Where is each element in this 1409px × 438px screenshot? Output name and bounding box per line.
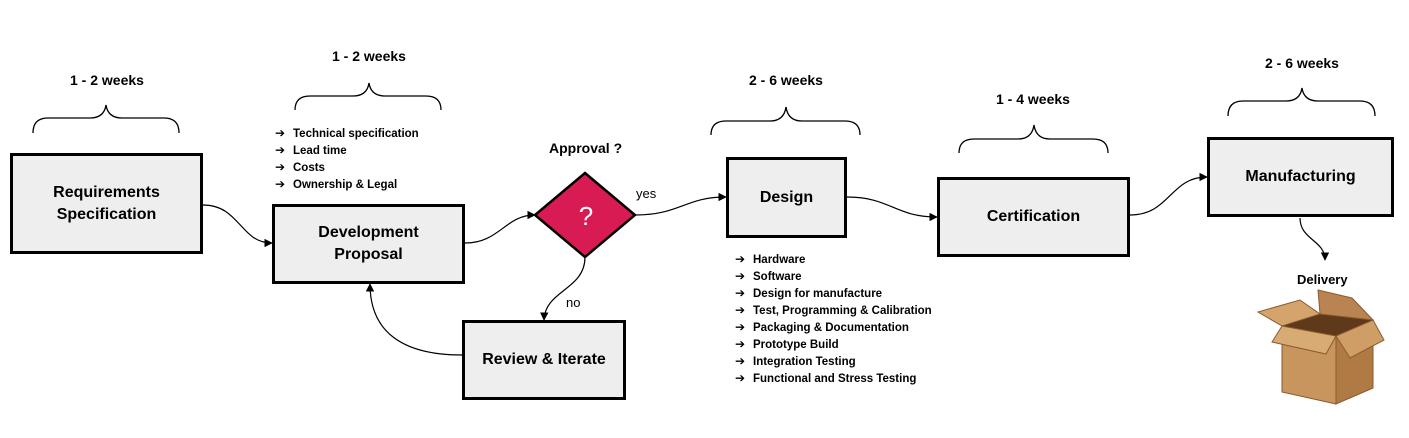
certification-label: Certification: [986, 208, 1081, 225]
arrow-bullet-icon: ➔: [735, 269, 746, 283]
design-item: ➔ Design for manufacture: [735, 285, 932, 302]
connector-review-development: [365, 283, 463, 356]
manufacturing-label: Manufacturing: [1245, 168, 1356, 185]
duration-requirements: 1 - 2 weeks: [70, 72, 144, 88]
brace-development: [294, 82, 442, 111]
development-item: ➔ Ownership & Legal: [275, 176, 419, 193]
no-label: no: [566, 295, 581, 310]
design-item: ➔ Hardware: [735, 251, 932, 268]
duration-design: 2 - 6 weeks: [749, 72, 823, 88]
design-item-label: Test, Programming & Calibration: [753, 305, 932, 317]
connector-decision-design: [634, 192, 727, 216]
review-label: Review & Iterate: [482, 351, 606, 368]
arrow-bullet-icon: ➔: [735, 320, 746, 334]
arrow-bullet-icon: ➔: [275, 177, 286, 191]
development-item: ➔ Costs: [275, 159, 419, 176]
design-label: Design: [759, 188, 814, 206]
arrow-bullet-icon: ➔: [275, 126, 286, 140]
approval-label: Approval ?: [549, 140, 623, 156]
certification-box: Certification: [937, 177, 1130, 257]
arrow-bullet-icon: ➔: [735, 337, 746, 351]
connector-design-certification: [846, 196, 938, 222]
design-box: Design: [726, 157, 847, 238]
development-item: ➔ Technical specification: [275, 125, 419, 142]
brace-requirements: [32, 104, 180, 134]
design-items-list: ➔ Hardware ➔ Software ➔ Design for manufactur…: [735, 251, 932, 387]
brace-certification: [958, 124, 1109, 154]
duration-development: 1 - 2 weeks: [332, 48, 406, 64]
design-item-label: Integration Testing: [753, 356, 856, 368]
design-item-label: Software: [753, 271, 802, 283]
development-item-label: Technical specification: [293, 128, 419, 140]
design-item: ➔ Software: [735, 268, 932, 285]
development-label-line1: Development: [318, 224, 419, 241]
design-item: ➔ Test, Programming & Calibration: [735, 302, 932, 319]
connector-manufacturing-delivery: [1299, 217, 1330, 261]
delivery-label: Delivery: [1297, 272, 1348, 287]
development-item-label: Ownership & Legal: [293, 179, 398, 191]
design-item: ➔ Functional and Stress Testing: [735, 370, 932, 387]
development-items-list: ➔ Technical specification ➔ Lead time ➔ Costs…: [275, 125, 419, 193]
brace-design: [710, 106, 861, 136]
arrow-bullet-icon: ➔: [735, 286, 746, 300]
arrow-bullet-icon: ➔: [735, 252, 746, 266]
development-label-line2: Proposal: [334, 246, 403, 263]
duration-certification: 1 - 4 weeks: [996, 91, 1070, 107]
review-iterate-box: Review & Iterate: [462, 320, 626, 400]
design-item-label: Hardware: [753, 254, 806, 266]
design-item-label: Prototype Build: [753, 339, 839, 351]
development-item-label: Lead time: [293, 145, 347, 157]
connector-development-decision: [464, 210, 536, 244]
arrow-bullet-icon: ➔: [735, 354, 746, 368]
cardboard-box-icon: [1256, 289, 1385, 405]
design-item: ➔ Integration Testing: [735, 353, 932, 370]
arrow-bullet-icon: ➔: [735, 303, 746, 317]
design-item-label: Functional and Stress Testing: [753, 373, 917, 385]
design-item-label: Design for manufacture: [753, 288, 883, 300]
decision-diamond: [533, 171, 637, 259]
design-item: ➔ Packaging & Documentation: [735, 319, 932, 336]
manufacturing-box: Manufacturing: [1207, 137, 1394, 217]
requirements-label-line1: Requirements: [53, 183, 160, 201]
duration-manufacturing: 2 - 6 weeks: [1265, 55, 1339, 71]
arrow-bullet-icon: ➔: [275, 143, 286, 157]
arrow-bullet-icon: ➔: [735, 371, 746, 385]
development-item: ➔ Lead time: [275, 142, 419, 159]
arrow-bullet-icon: ➔: [275, 160, 286, 174]
brace-manufacturing: [1227, 87, 1376, 117]
yes-label: yes: [636, 186, 657, 201]
design-item: ➔ Prototype Build: [735, 336, 932, 353]
connector-requirements-development: [202, 204, 273, 248]
question-mark-icon: ?: [578, 201, 594, 231]
development-item-label: Costs: [293, 162, 325, 174]
connector-certification-manufacturing: [1129, 172, 1208, 216]
design-item-label: Packaging & Documentation: [753, 322, 909, 334]
connector-decision-review: [540, 256, 586, 321]
requirements-label-line2: Specification: [56, 205, 157, 223]
